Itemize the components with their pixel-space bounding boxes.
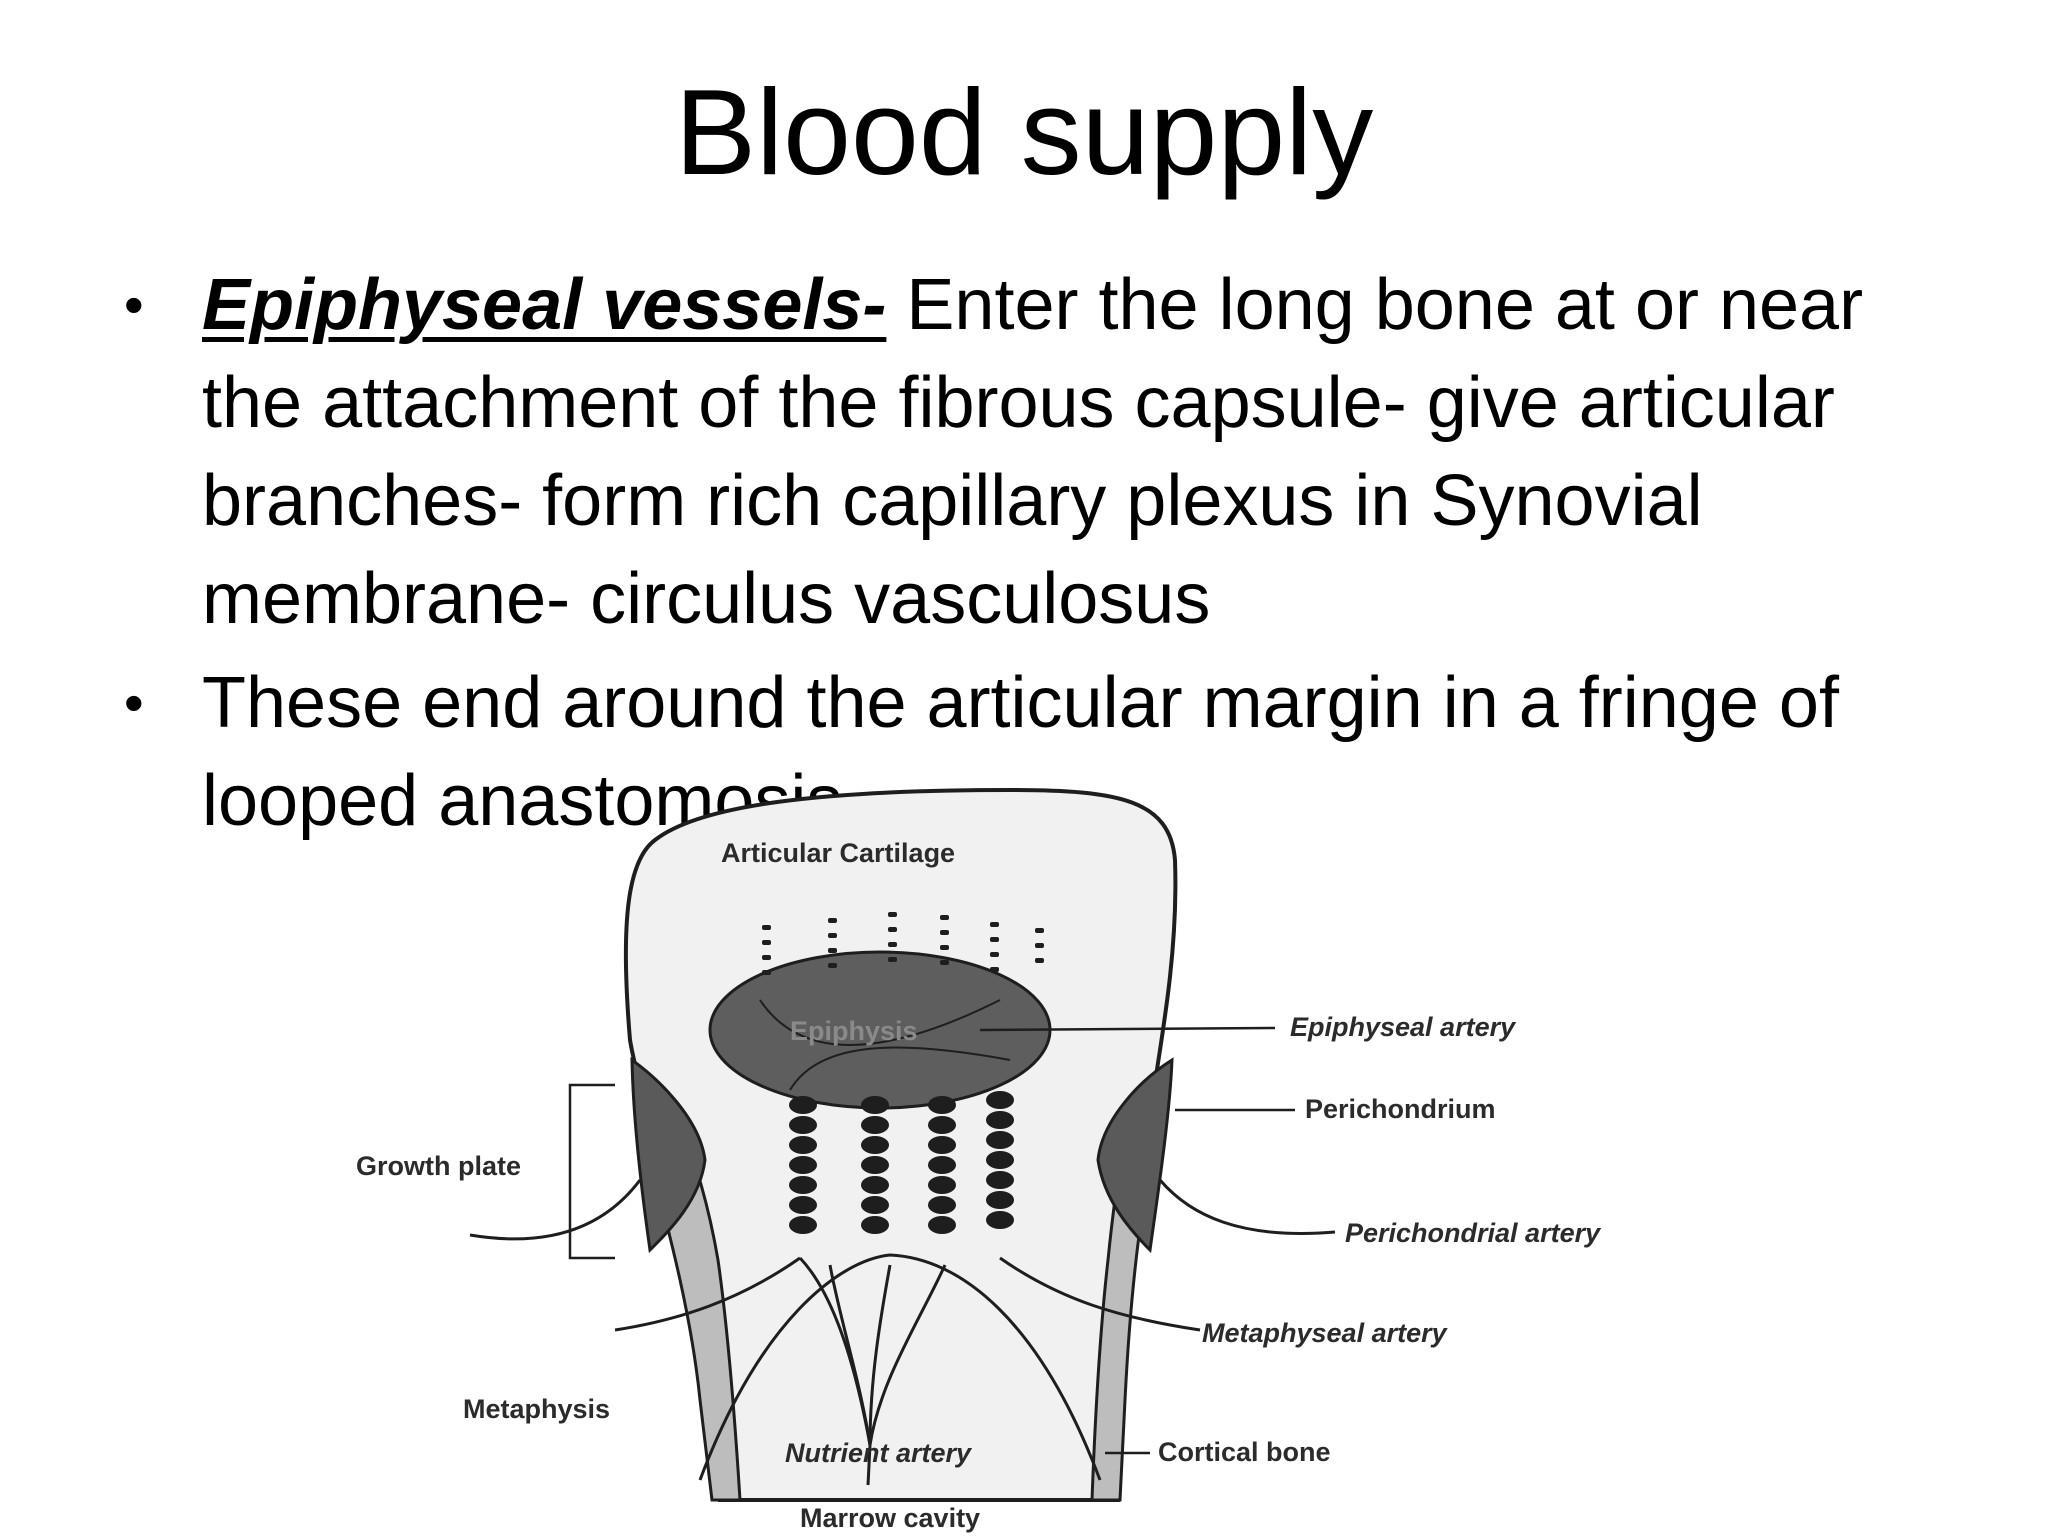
label-epiphysis: Epiphysis xyxy=(790,1016,918,1046)
growth-plate-columns xyxy=(789,1091,1014,1234)
bullet-list: • Epiphyseal vessels- Enter the long bon… xyxy=(118,256,1978,856)
bullet-item-1: • Epiphyseal vessels- Enter the long bon… xyxy=(118,256,1978,648)
epiphysis-ellipse xyxy=(708,950,1052,1110)
label-growth-plate: Growth plate xyxy=(356,1151,521,1181)
epiphysis-vessel-curve xyxy=(759,999,1001,1046)
slide-title: Blood supply xyxy=(674,64,1374,200)
right-perichondrium xyxy=(1096,1057,1174,1254)
bullet-text: Enter the long bone at or near the attac… xyxy=(202,265,1864,639)
label-nutrient-artery: Nutrient artery xyxy=(785,1438,973,1468)
label-marrow-cavity: Marrow cavity xyxy=(800,1503,980,1533)
label-epiphyseal-artery: Epiphyseal artery xyxy=(1290,1012,1517,1042)
bullet-item-2: • These end around the articular margin … xyxy=(118,654,1978,850)
label-perichondrium: Perichondrium xyxy=(1305,1094,1496,1124)
left-perichondrium xyxy=(630,1057,707,1254)
label-perichondrial-artery: Perichondrial artery xyxy=(1345,1218,1602,1248)
label-cortical-bone: Cortical bone xyxy=(1158,1437,1331,1467)
bullet-term: Epiphyseal vessels- xyxy=(202,265,887,345)
metaphysis-arc xyxy=(698,1253,1102,1481)
leader-lines xyxy=(568,1026,1295,1455)
cartilage-cell-columns xyxy=(762,912,1044,975)
epiphysis-vessel-curve xyxy=(789,1046,1011,1091)
artery-lines xyxy=(469,1179,1336,1486)
bullet-dot-icon: • xyxy=(124,671,144,734)
label-metaphysis: Metaphysis xyxy=(463,1394,610,1424)
label-metaphyseal-artery: Metaphyseal artery xyxy=(1202,1318,1449,1348)
bullet-dot-icon: • xyxy=(124,273,144,336)
bone-outline xyxy=(623,787,1178,1502)
right-cortical-bone xyxy=(1090,1118,1162,1502)
left-cortical-bone xyxy=(638,1118,742,1502)
bullet-text: These end around the articular margin in… xyxy=(202,663,1839,841)
